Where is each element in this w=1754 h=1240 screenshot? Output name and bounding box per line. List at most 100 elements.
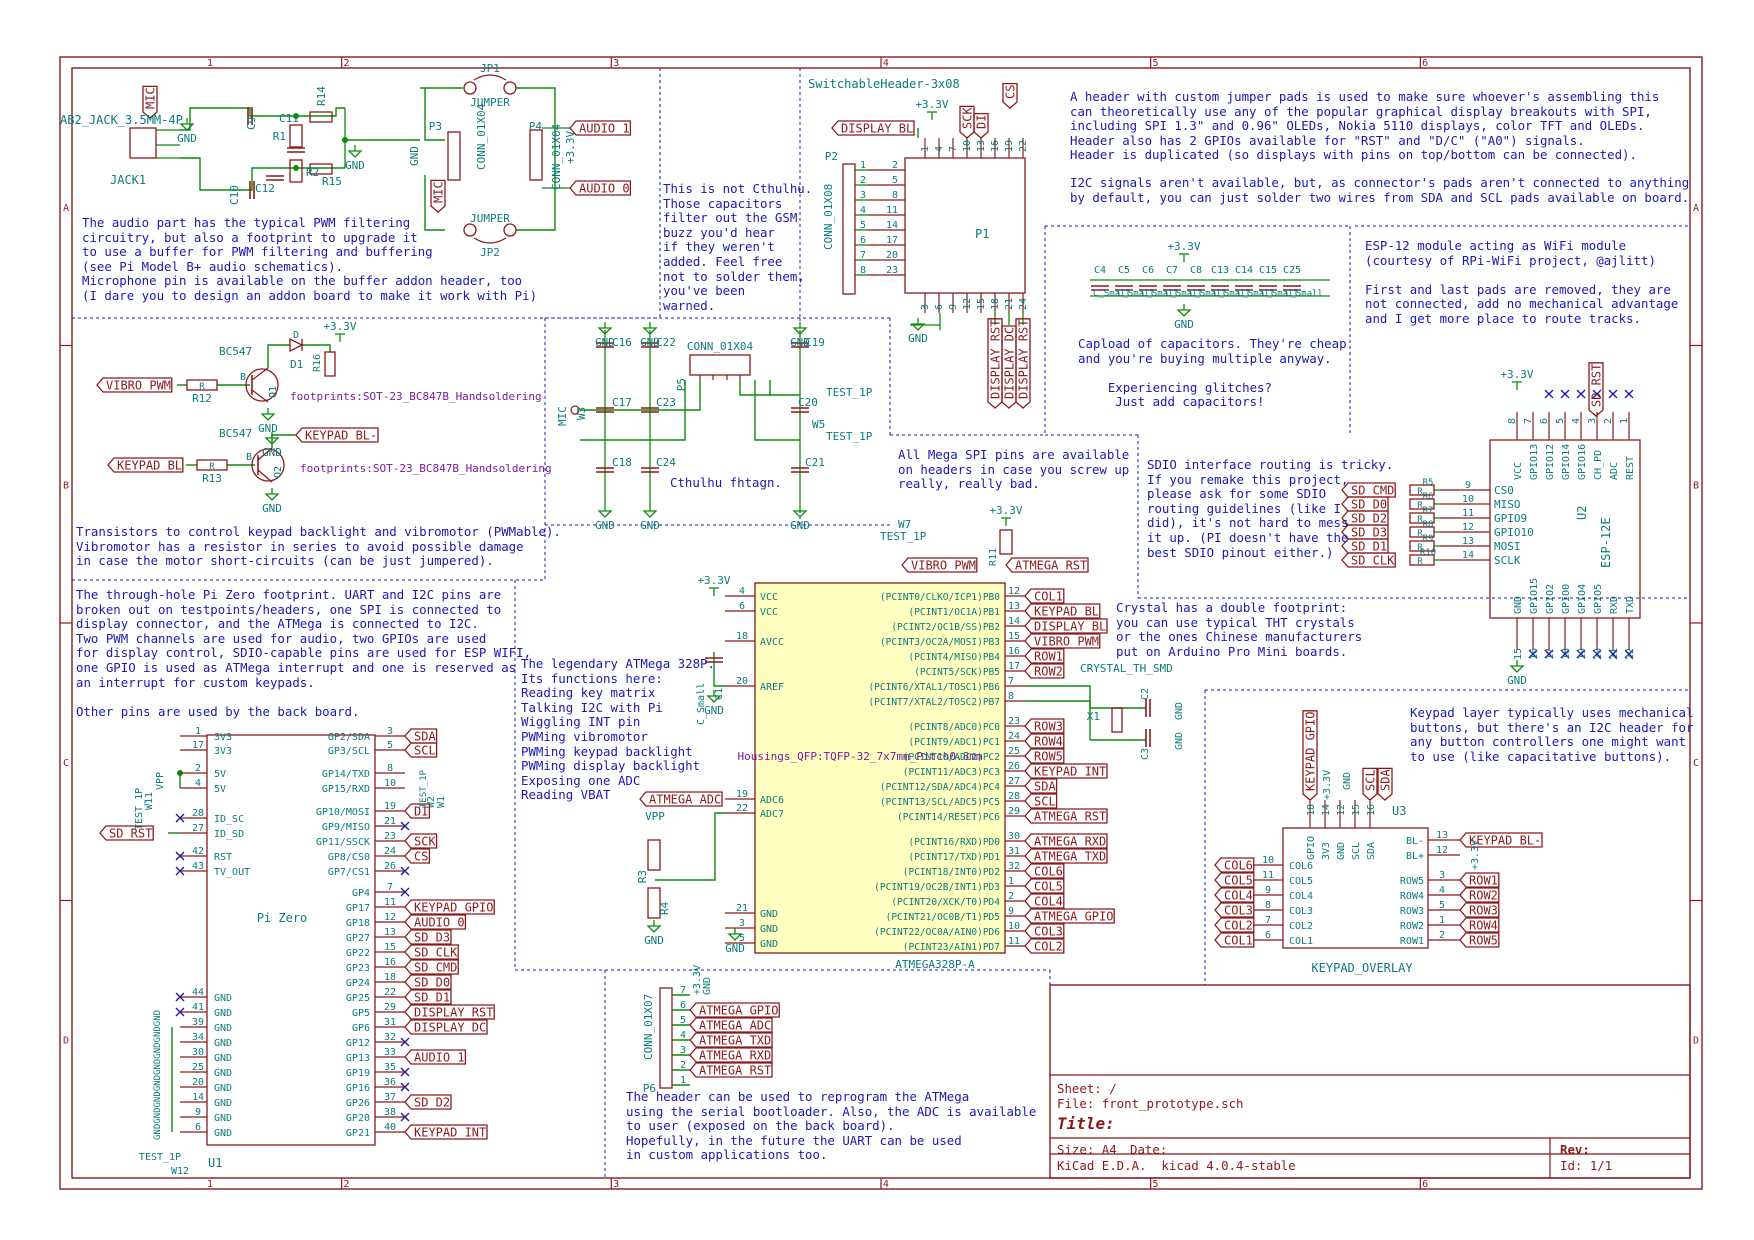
atmega-pin-label: (PCINT18/INT0)PD2 [903, 867, 1000, 878]
net-label-flag [1024, 833, 1108, 849]
wire [1025, 700, 1091, 740]
net-label-flag [1024, 808, 1108, 824]
c2-label: C2 [1140, 688, 1151, 700]
net-label-flag [1588, 362, 1604, 417]
esp-res-ref: R8 [1423, 520, 1434, 530]
keypad-pin-num: 9 [1265, 885, 1271, 896]
net-label-text: DISPLAY_DC [414, 1021, 486, 1035]
gnd-triangle [792, 327, 808, 335]
pi-net-label: SCL [404, 742, 438, 758]
note-cthulhu-fhtagn: Cthulhu fhtagn. [670, 475, 782, 490]
pi-pin-label: RST [214, 852, 232, 863]
keypad-pin-num: 11 [1262, 870, 1274, 881]
cap-cth [791, 467, 809, 473]
esp-nc [1560, 649, 1570, 659]
esp-pin-label: MISO [1494, 498, 1521, 511]
r1-label: R1 [273, 130, 286, 143]
keypad-pin-num: 18 [1306, 804, 1317, 816]
cap-bank-value: C_Small [1141, 289, 1179, 299]
esp-pin-label: GPIO4 [1577, 584, 1588, 614]
atmega-net-label: VIBRO_PWM [1024, 633, 1101, 649]
atmega-net-label: COL6 [1024, 863, 1065, 879]
net-label-flag [404, 974, 452, 990]
tb-id: Id: 1/1 [1560, 1158, 1613, 1173]
border-row-label: B [63, 480, 69, 491]
net-label-text: COL1 [1034, 590, 1063, 604]
esp-pin-num: 20 [1593, 648, 1604, 660]
atmega-net-label: COL4 [1024, 893, 1065, 909]
pi-ref: U1 [208, 1156, 222, 1170]
r2 [289, 159, 303, 183]
pi-pin-label: 3V3 [214, 746, 232, 757]
net-label-text: ROW3 [1034, 720, 1063, 734]
wire [267, 344, 290, 368]
pi-pin-num: 3 [387, 726, 393, 737]
p1-pin-num: 9 [948, 304, 959, 310]
gnd-triangle [642, 327, 658, 335]
atmega-pin-label: ADC7 [760, 809, 784, 820]
pi-net-label: SD_D0 [404, 974, 452, 990]
net-label-text: SD_CMD [414, 961, 457, 975]
border-col-label: 3 [613, 1179, 619, 1190]
border-col-label: 5 [1152, 58, 1158, 69]
net-label-flag [959, 105, 975, 139]
net-label-flag [1341, 524, 1389, 540]
keypad-pin-label: ROW2 [1400, 921, 1424, 932]
cap-cth [791, 407, 809, 413]
cap-bank [1283, 285, 1301, 291]
vpp-label: VPP [645, 810, 665, 823]
esp-nc [1592, 649, 1602, 659]
p6-v33: +3.3V [692, 965, 703, 995]
net-label-flag [1001, 325, 1017, 409]
net-label-flag [1024, 908, 1115, 924]
keypad-ref: U3 [1392, 804, 1406, 818]
jp1-pad [463, 81, 477, 95]
power-label: +3.3V [989, 504, 1022, 517]
gnd-cth-top [792, 322, 808, 335]
pi-pin-num: 20 [192, 1077, 204, 1088]
pi-pin-num: 16 [384, 957, 396, 968]
net-label-text: DISPLAY_BL [841, 122, 913, 136]
keypad-pin-label: GPIO [1306, 836, 1317, 860]
esp-value: ESP-12E [1599, 517, 1613, 568]
net-label-flag [1005, 557, 1089, 573]
gnd-triangle [910, 323, 926, 331]
net-label-text: COL3 [1034, 925, 1063, 939]
cs-label-header: CS [1002, 82, 1018, 109]
gnd-label: GND [1507, 674, 1527, 687]
p6-pin-num: 5 [680, 1015, 686, 1026]
net-label-flag [404, 1094, 452, 1110]
atmega-pin-num: 1 [1008, 876, 1014, 887]
net-label-flag [1214, 932, 1255, 948]
pi-pin-num: 28 [192, 808, 204, 819]
pi-pin-num: 42 [192, 846, 204, 857]
atmega-pin-num: 30 [1008, 831, 1020, 842]
atmega-pin-num: 14 [1008, 616, 1020, 627]
gnd-cth-top [642, 322, 658, 335]
p1-pin-num: 22 [1018, 140, 1029, 152]
net-label-flag [404, 929, 452, 945]
border-row-label: B [1693, 480, 1699, 491]
net-label-text: AUDIO_1 [579, 122, 630, 136]
sd-rst-label-pi: SD_RST [99, 825, 154, 841]
atmega-pin-label: VCC [760, 607, 778, 618]
esp-pin-num: 21 [1609, 648, 1620, 660]
atmega-pin-num: 18 [736, 631, 748, 642]
net-label-flag [1024, 863, 1065, 879]
esp-nc [1592, 389, 1602, 399]
atmega-net-label: SCL [1024, 793, 1058, 809]
w7-label: W7 [898, 518, 911, 531]
esp-pin-num: 19 [1577, 648, 1588, 660]
gnd-label: GND [908, 332, 928, 345]
esp-pin-label: CH_PD [1593, 450, 1604, 480]
atmega-pin-num: 23 [1008, 716, 1020, 727]
net-label-flag [1341, 482, 1396, 498]
pi-net-label: DISPLAY_RST [404, 1004, 495, 1020]
junction [293, 165, 299, 171]
q1-emitter [251, 389, 269, 403]
esp-pin-label: GPIO16 [1577, 444, 1588, 480]
net-label-flag [1341, 510, 1389, 526]
net-label-flag [404, 1049, 467, 1065]
pi-net-label: DI [404, 803, 431, 819]
d1-d: D [293, 330, 299, 341]
